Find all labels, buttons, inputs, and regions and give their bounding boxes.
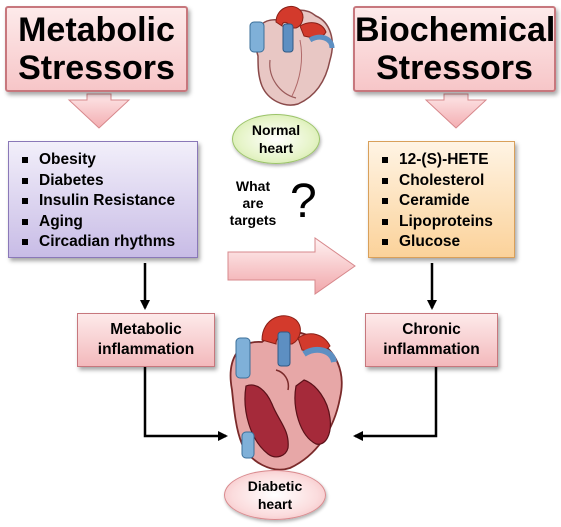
question-line1: What <box>235 178 271 194</box>
chronic-inflammation-line2: inflammation <box>383 341 480 358</box>
diabetic-heart-label: Diabetic heart <box>224 470 326 520</box>
metabolic-inflammation-line1: Metabolic <box>110 321 182 338</box>
biochemical-stressors-line2: Stressors <box>376 49 533 87</box>
list-item: Insulin Resistance <box>21 191 191 212</box>
list-item: Circadian rhythms <box>21 232 191 253</box>
right-elbow-arrow <box>353 367 438 441</box>
normal-heart-line2: heart <box>258 140 294 156</box>
question-mark: ? <box>290 175 317 228</box>
biochemical-stressors-list: 12-(S)-HETE Cholesterol Ceramide Lipopro… <box>368 141 515 258</box>
left-elbow-arrow <box>143 367 228 441</box>
diabetic-heart-icon <box>229 315 343 471</box>
chronic-inflammation-line1: Chronic <box>402 321 461 338</box>
metabolic-stressors-line2: Stressors <box>18 49 175 87</box>
biochemical-stressors-line1: Biochemical <box>355 11 556 49</box>
metabolic-stressors-list: Obesity Diabetes Insulin Resistance Agin… <box>8 141 198 258</box>
list-item: Glucose <box>381 232 508 253</box>
targets-block-arrow <box>227 237 356 295</box>
list-item: Aging <box>21 212 191 233</box>
metabolic-stressors-box: Metabolic Stressors <box>5 6 188 92</box>
chronic-inflammation-box: Chronic inflammation <box>365 313 498 367</box>
question-line2: are <box>242 195 264 211</box>
normal-heart-label: Normal heart <box>232 114 320 164</box>
normal-heart-line1: Normal <box>251 122 301 138</box>
list-item: Obesity <box>21 150 191 171</box>
left-down-block-arrow <box>67 93 131 129</box>
biochemical-stressors-box: Biochemical Stressors <box>353 6 556 92</box>
list-item: 12-(S)-HETE <box>381 150 508 171</box>
diabetic-heart-line1: Diabetic <box>247 478 303 494</box>
list-item: Ceramide <box>381 191 508 212</box>
metabolic-stressors-line1: Metabolic <box>18 11 175 49</box>
metabolic-inflammation-line2: inflammation <box>97 341 195 358</box>
question-line3: targets <box>229 212 277 228</box>
diabetic-heart-line2: heart <box>257 496 293 512</box>
targets-question: What are targets <box>222 178 284 229</box>
list-item: Cholesterol <box>381 171 508 192</box>
metabolic-inflammation-box: Metabolic inflammation <box>77 313 215 367</box>
list-item: Lipoproteins <box>381 212 508 233</box>
list-item: Diabetes <box>21 171 191 192</box>
right-down-block-arrow <box>424 93 488 129</box>
normal-heart-icon <box>249 6 335 106</box>
